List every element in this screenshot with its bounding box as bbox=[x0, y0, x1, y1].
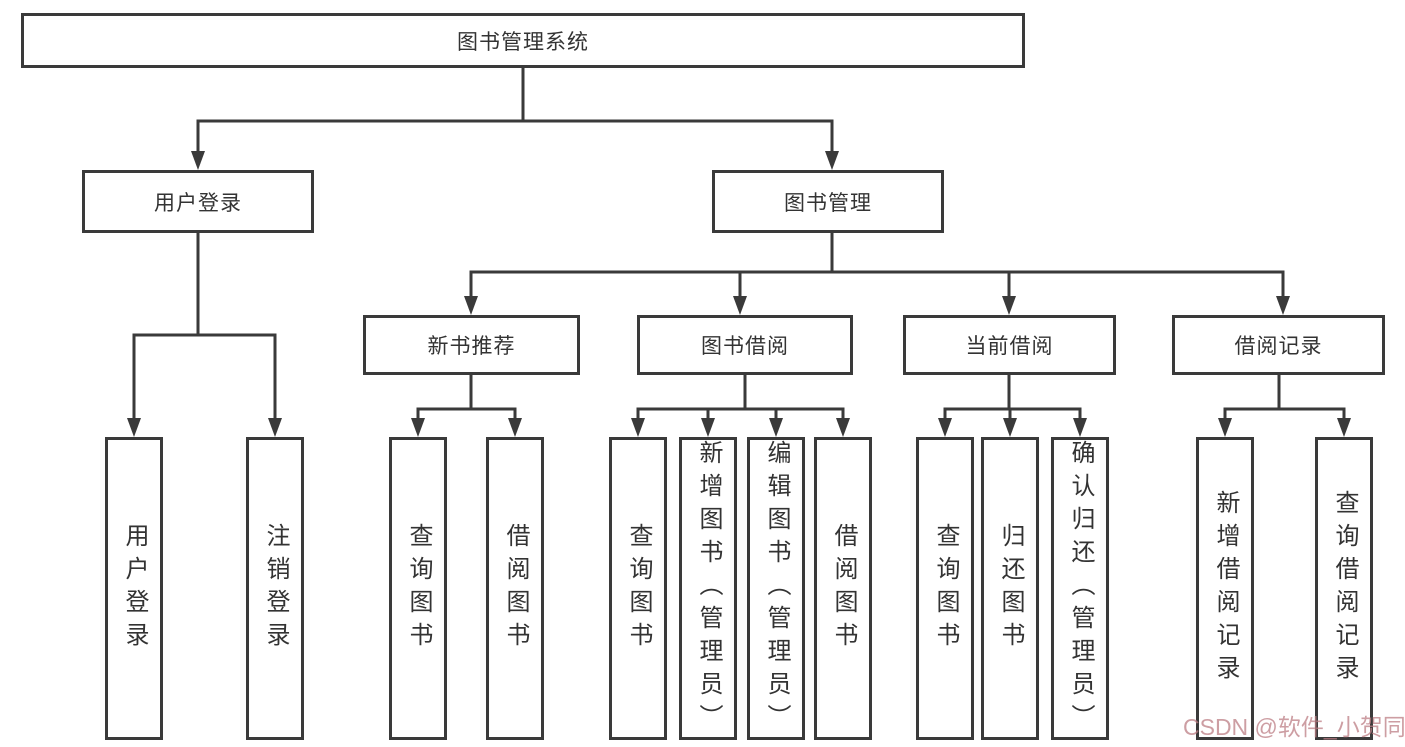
node-new-book-recommend: 新书推荐 bbox=[363, 315, 580, 375]
arrow-down-icon bbox=[769, 418, 783, 437]
arrow-down-icon bbox=[1073, 418, 1087, 437]
arrow-down-icon bbox=[411, 418, 425, 437]
leaf-logout: 注销登录 bbox=[246, 437, 304, 740]
connector-root-to-level2 bbox=[191, 68, 839, 170]
leaf-user-login: 用户登录 bbox=[105, 437, 163, 740]
node-label: 确认归还（管理员） bbox=[1067, 440, 1094, 737]
arrow-down-icon bbox=[127, 418, 141, 437]
node-current-borrow: 当前借阅 bbox=[903, 315, 1116, 375]
node-label: 查询借阅记录 bbox=[1331, 489, 1358, 688]
node-user-login: 用户登录 bbox=[82, 170, 314, 233]
node-label: 用户登录 bbox=[121, 522, 148, 655]
node-label: 图书管理系统 bbox=[457, 30, 589, 54]
node-label: 查询图书 bbox=[932, 522, 959, 655]
csdn-watermark: CSDN @软件_小贺同学 bbox=[1183, 714, 1405, 740]
connector-borrow-records-branch bbox=[1218, 375, 1351, 437]
connector-book-mgmt-branch bbox=[464, 233, 1290, 315]
connector-user-login-branch bbox=[127, 233, 282, 437]
leaf-borrow-books-recommend: 借阅图书 bbox=[486, 437, 544, 740]
node-label: 查询图书 bbox=[405, 522, 432, 655]
node-label: 借阅记录 bbox=[1234, 335, 1323, 358]
node-label: 借阅图书 bbox=[830, 522, 857, 655]
node-label: 查询图书 bbox=[625, 522, 652, 655]
node-label: 用户登录 bbox=[154, 191, 242, 215]
arrow-down-icon bbox=[938, 418, 952, 437]
node-label: 借阅图书 bbox=[502, 522, 529, 655]
arrow-down-icon bbox=[1276, 296, 1290, 315]
node-root-library-system: 图书管理系统 bbox=[21, 13, 1025, 68]
arrow-down-icon bbox=[1003, 418, 1017, 437]
arrow-down-icon bbox=[701, 418, 715, 437]
node-label: 归还图书 bbox=[997, 522, 1024, 655]
arrow-down-icon bbox=[1218, 418, 1232, 437]
node-label: 新增借阅记录 bbox=[1212, 489, 1239, 688]
connector-book-borrow-branch bbox=[631, 375, 850, 437]
arrow-down-icon bbox=[508, 418, 522, 437]
arrow-down-icon bbox=[268, 418, 282, 437]
node-label: 当前借阅 bbox=[965, 335, 1054, 358]
node-label: 新书推荐 bbox=[427, 335, 516, 358]
arrow-down-icon bbox=[464, 296, 478, 315]
leaf-query-books-borrow: 查询图书 bbox=[609, 437, 667, 740]
connector-new-books-branch bbox=[411, 375, 522, 437]
node-book-borrow: 图书借阅 bbox=[637, 315, 853, 375]
node-label: 图书管理 bbox=[784, 191, 872, 215]
leaf-edit-books-admin: 编辑图书（管理员） bbox=[747, 437, 805, 740]
leaf-borrow-books: 借阅图书 bbox=[814, 437, 872, 740]
leaf-query-borrow-record: 查询借阅记录 bbox=[1315, 437, 1373, 740]
arrow-down-icon bbox=[825, 151, 839, 170]
connector-current-borrow-branch bbox=[938, 375, 1087, 437]
node-label: 新增图书（管理员） bbox=[695, 440, 722, 737]
arrow-down-icon bbox=[1002, 296, 1016, 315]
leaf-add-borrow-record: 新增借阅记录 bbox=[1196, 437, 1254, 740]
leaf-return-books: 归还图书 bbox=[981, 437, 1039, 740]
arrow-down-icon bbox=[733, 296, 747, 315]
node-label: 注销登录 bbox=[262, 522, 289, 655]
arrow-down-icon bbox=[836, 418, 850, 437]
arrow-down-icon bbox=[1337, 418, 1351, 437]
node-label: 编辑图书（管理员） bbox=[763, 440, 790, 737]
leaf-add-books-admin: 新增图书（管理员） bbox=[679, 437, 737, 740]
node-label: 图书借阅 bbox=[701, 335, 789, 358]
arrow-down-icon bbox=[191, 151, 205, 170]
leaf-query-books-recommend: 查询图书 bbox=[389, 437, 447, 740]
leaf-query-books-current: 查询图书 bbox=[916, 437, 974, 740]
node-borrow-records: 借阅记录 bbox=[1172, 315, 1385, 375]
leaf-confirm-return-admin: 确认归还（管理员） bbox=[1051, 437, 1109, 740]
node-book-management: 图书管理 bbox=[712, 170, 944, 233]
arrow-down-icon bbox=[631, 418, 645, 437]
